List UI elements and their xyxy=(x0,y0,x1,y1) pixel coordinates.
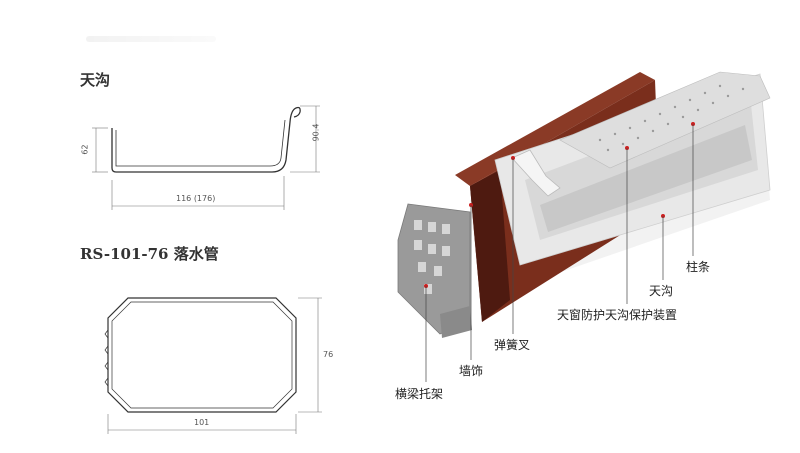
callout-gutter: 天沟 xyxy=(649,284,674,298)
gutter-profile-title: 天沟 xyxy=(80,71,111,89)
spring-fork-shape xyxy=(511,149,561,197)
perforated-guard xyxy=(559,71,771,169)
downpipe-profile xyxy=(104,297,297,413)
gutter-profile-inner xyxy=(115,119,286,167)
gutter-dim-left-height: 62 xyxy=(80,144,90,155)
bracket-foot xyxy=(440,306,472,338)
callout-beam-bracket: 横梁托架 xyxy=(395,387,444,401)
beam-shade xyxy=(470,170,510,322)
downpipe-dimension-lines xyxy=(107,297,322,434)
downpipe-left-crimps xyxy=(104,329,109,387)
callout-spring-fork: 弹簧叉 xyxy=(494,338,531,352)
gutter-profile xyxy=(111,106,301,173)
callout-purlin: 柱条 xyxy=(686,260,711,274)
callout-skylight-guard: 天窗防护天沟保护装置 xyxy=(557,308,678,322)
gutter-dim-width: 116 (176) xyxy=(176,194,216,203)
gutter-trough-floor xyxy=(540,125,752,232)
downpipe-dim-width: 101 xyxy=(194,418,210,427)
downpipe-profile-title: RS-101-76 落水管 xyxy=(80,245,219,263)
callout-wall-trim: 墙饰 xyxy=(459,364,484,378)
gutter-assembly-illustration xyxy=(397,71,771,382)
leader-lines xyxy=(425,124,694,382)
faint-header-smudge xyxy=(86,36,216,42)
bracket-holes xyxy=(414,220,450,294)
gutter-dim-right-height: 90.4 xyxy=(311,123,321,142)
downpipe-profile-outline xyxy=(107,297,297,413)
gutter-profile-outline xyxy=(111,106,301,173)
downpipe-dim-height: 76 xyxy=(323,350,334,359)
guard-perforations xyxy=(598,84,745,152)
downpipe-profile-inner xyxy=(111,301,293,409)
gutter-dimension-lines xyxy=(92,105,320,210)
